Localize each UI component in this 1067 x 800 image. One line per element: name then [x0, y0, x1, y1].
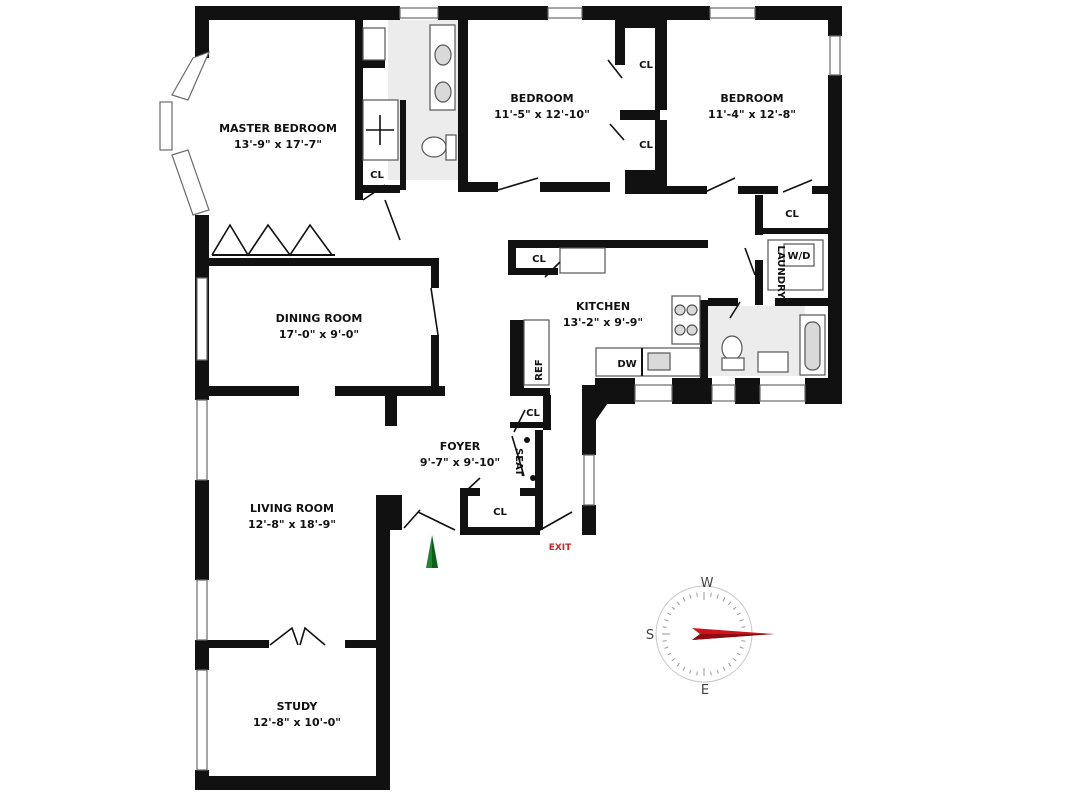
seat-label: SEAT [513, 448, 524, 476]
compass-tick [728, 662, 732, 667]
kitchen-name: KITCHEN [576, 300, 630, 313]
compass-tick [739, 646, 744, 649]
master-bedroom-name: MASTER BEDROOM [219, 122, 337, 135]
compass-tick [736, 652, 741, 656]
entrance-arrow-icon [426, 535, 438, 568]
closet-label-bedroom1-top: CL [639, 60, 653, 71]
compass-rose-icon: W S E [646, 576, 774, 698]
doors [269, 59, 813, 646]
laundry-label: LAUNDRY [775, 246, 786, 300]
living-room-name: LIVING ROOM [250, 502, 334, 515]
dishwasher-label: DW [617, 359, 636, 370]
dining-room-name: DINING ROOM [276, 312, 363, 325]
compass-tick [722, 666, 726, 671]
compass-tick [716, 594, 719, 599]
compass-tick [662, 640, 667, 642]
compass-tick [662, 626, 667, 628]
foyer-dims: 9'-7" x 9'-10" [420, 456, 500, 469]
bedroom-2-name: BEDROOM [720, 92, 783, 105]
compass-tick [732, 606, 737, 610]
foyer-name: FOYER [440, 440, 481, 453]
closet-label-kitchen: CL [532, 254, 546, 265]
compass-tick [722, 597, 726, 602]
bedroom-1-name: BEDROOM [510, 92, 573, 105]
compass-tick [732, 658, 737, 662]
bedroom-1-dims: 11'-5" x 12'-10" [494, 108, 590, 121]
closet-label-hall: CL [785, 209, 799, 220]
washer-dryer-label: W/D [788, 251, 811, 262]
study-name: STUDY [277, 700, 319, 713]
compass-tick [676, 601, 680, 606]
interior-walls [209, 20, 835, 648]
refrigerator-label: REF [534, 359, 545, 380]
closet-label-master: CL [370, 170, 384, 181]
kitchen-dims: 13'-2" x 9'-9" [563, 316, 643, 329]
compass-tick [671, 658, 676, 662]
fixture-labels: CL CL CL CL CL CL CL W/D LAUNDRY DW REF … [370, 60, 810, 553]
compass-south: S [646, 628, 654, 643]
living-room-dims: 12'-8" x 18'-9" [248, 518, 336, 531]
compass-tick [739, 619, 744, 622]
compass-tick [689, 594, 692, 599]
compass-tick [736, 612, 741, 616]
compass-tick [728, 601, 732, 606]
compass-tick [667, 652, 672, 656]
compass-tick [741, 626, 746, 628]
compass-tick [710, 671, 712, 676]
closet-label-foyer-lower: CL [493, 507, 507, 518]
compass-tick [664, 646, 669, 649]
compass-tick [689, 669, 692, 674]
compass-tick [676, 662, 680, 667]
compass-tick [667, 612, 672, 616]
compass-tick [710, 592, 712, 597]
compass-west: W [701, 576, 714, 591]
compass-tick [696, 592, 698, 597]
compass-tick [664, 619, 669, 622]
bedroom-2-dims: 11'-4" x 12'-8" [708, 108, 796, 121]
compass-east: E [701, 683, 709, 698]
compass-tick [682, 597, 686, 602]
closet-label-bedroom1-bottom: CL [639, 140, 653, 151]
dining-room-dims: 17'-0" x 9'-0" [279, 328, 359, 341]
closet-label-foyer-upper: CL [526, 408, 540, 419]
room-labels: MASTER BEDROOM 13'-9" x 17'-7" BEDROOM 1… [219, 92, 796, 729]
exterior-walls [195, 6, 842, 790]
fixtures [211, 24, 826, 386]
compass-tick [741, 640, 746, 642]
compass-tick [682, 666, 686, 671]
master-bedroom-dims: 13'-9" x 17'-7" [234, 138, 322, 151]
study-dims: 12'-8" x 10'-0" [253, 716, 341, 729]
windows [159, 7, 841, 771]
compass-tick [671, 606, 676, 610]
compass-tick [716, 669, 719, 674]
exit-label: EXIT [549, 543, 572, 553]
compass-tick [696, 671, 698, 676]
